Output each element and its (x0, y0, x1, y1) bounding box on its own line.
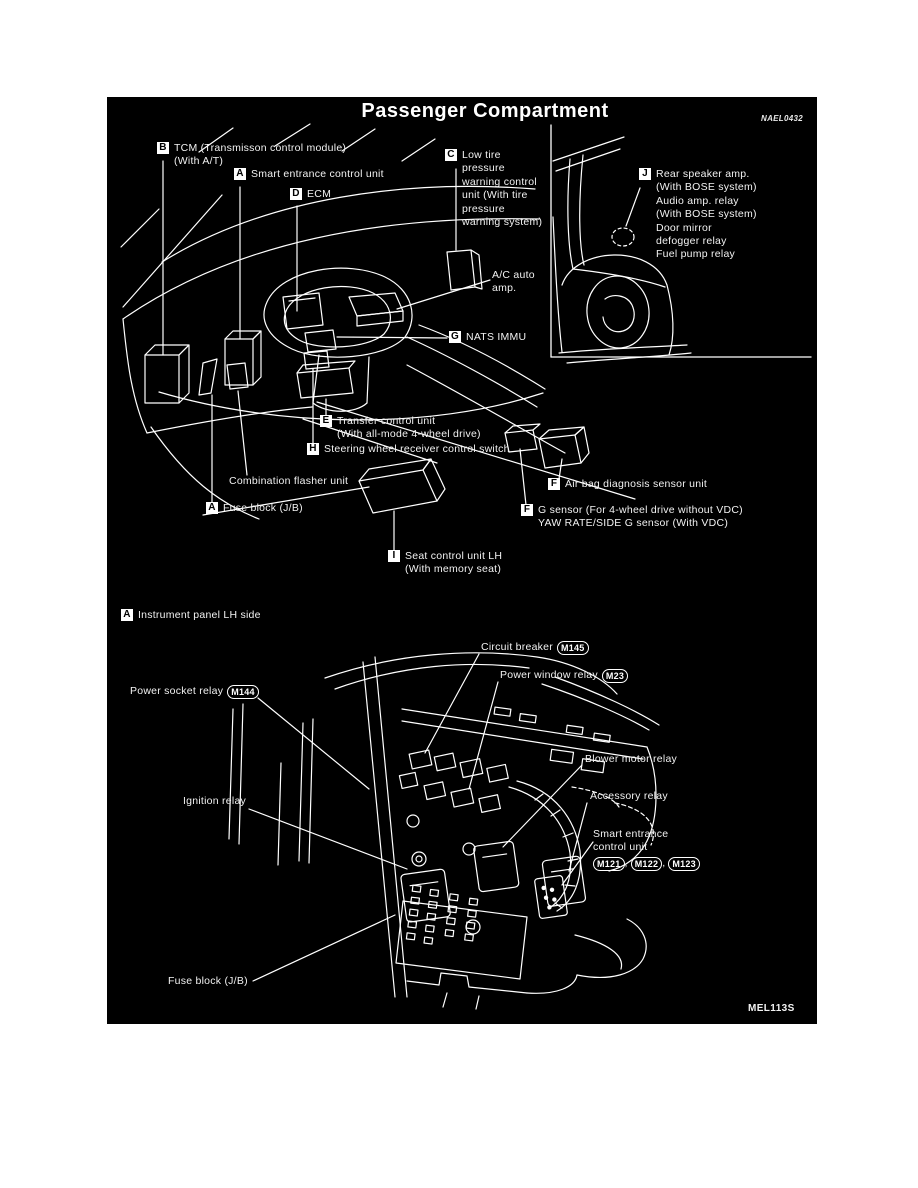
callout-seat-line1: Seat control unit LH (405, 550, 503, 562)
callout-seat-control: I Seat control unit LH (With memory seat… (388, 550, 502, 577)
connector-ref-m23: M23 (601, 669, 629, 683)
callout-steering-line1: Steering wheel receiver control switch (324, 443, 510, 455)
callout-transfer-line1: Transfer control unit (337, 415, 436, 427)
line-art-canvas (120, 123, 812, 1010)
callout-rear-speaker-line2: (With BOSE system) (656, 181, 757, 194)
figure-code-bottom: MEL113S (748, 1003, 795, 1014)
fuse-block-line-art (228, 652, 660, 1010)
letter-badge-i: I (388, 550, 400, 562)
callout-ac-line2: amp. (492, 282, 517, 295)
ignition-relay-label: Ignition relay (183, 795, 247, 807)
letter-badge-f2: F (521, 504, 533, 516)
smart-entrance-unit-line1: Smart entrance (593, 828, 669, 840)
callout-ecm-line1: ECM (307, 188, 332, 200)
callout-rear-speaker-line7: Fuel pump relay (656, 248, 736, 261)
callout-flasher-line1: Combination flasher unit (229, 475, 349, 487)
letter-badge-h: H (307, 443, 319, 455)
letter-badge-a: A (234, 168, 246, 180)
connector-separator: , (624, 856, 628, 869)
callout-tcm-line2: (With A/T) (174, 155, 224, 168)
connector-ref-m145: M145 (557, 641, 589, 655)
callout-nats-immu: G NATS IMMU (449, 331, 526, 344)
callout-low-tire-line4: unit (With tire (462, 189, 528, 202)
callout-air-bag: F Air bag diagnosis sensor unit (548, 478, 707, 491)
callout-rear-speaker-line4: (With BOSE system) (656, 208, 757, 221)
car-rear-line-art (552, 136, 692, 364)
callout-smart-entrance: A Smart entrance control unit (234, 168, 384, 181)
callout-tcm-line1: TCM (Transmisson control module) (174, 142, 347, 154)
callout-low-tire: C Low tire pressure warning control unit… (445, 149, 542, 229)
callout-accessory-relay: Accessory relay (590, 790, 668, 803)
diagram-panel: Passenger Compartment NAEL0432 B TCM (Tr… (107, 97, 817, 1024)
callout-low-tire-line5: pressure (462, 202, 505, 215)
sub-panel-border (550, 124, 812, 358)
letter-badge-b: B (157, 142, 169, 154)
callout-fuse-block-lower: Fuse block (J/B) (168, 975, 248, 988)
callout-smart-entrance-line1: Smart entrance control unit (251, 168, 384, 180)
figure-code-top: NAEL0432 (761, 114, 803, 123)
callout-combination-flasher: Combination flasher unit (229, 475, 348, 488)
callout-tcm: B TCM (Transmisson control module) (With… (157, 142, 346, 169)
callout-low-tire-line6: warning system) (462, 216, 543, 229)
callout-rear-speaker-line6: defogger relay (656, 235, 727, 248)
power-window-relay-label: Power window relay (500, 669, 598, 681)
connector-separator-2: , (662, 856, 666, 869)
connector-ref-m122: M122 (630, 856, 663, 871)
letter-badge-f: F (548, 478, 560, 490)
connector-ref-m121: M121 (593, 856, 625, 871)
letter-badge-d: D (290, 188, 302, 200)
callout-rear-speaker: J Rear speaker amp. (With BOSE system) A… (639, 168, 757, 262)
callout-rear-speaker-line1: Rear speaker amp. (656, 168, 750, 180)
callout-low-tire-line2: pressure (462, 162, 505, 175)
callout-rear-speaker-line5: Door mirror (656, 221, 712, 234)
callout-airbag-line1: Air bag diagnosis sensor unit (565, 478, 708, 490)
connector-ref-m144: M144 (227, 685, 259, 699)
letter-badge-g: G (449, 331, 461, 343)
section-header-instrument-panel: A Instrument panel LH side (121, 609, 261, 622)
section-header-label: Instrument panel LH side (138, 609, 261, 621)
letter-badge-e: E (320, 415, 332, 427)
callout-ignition-relay: Ignition relay (183, 795, 246, 808)
smart-entrance-unit-connectors: M121,M122,M123 (593, 856, 700, 871)
callout-rear-speaker-line3: Audio amp. relay (656, 194, 739, 207)
figure-title: Passenger Compartment (361, 100, 609, 122)
callout-nats-line1: NATS IMMU (466, 331, 527, 343)
callout-g-sensor: F G sensor (For 4-wheel drive without VD… (521, 504, 743, 531)
callout-gsensor-line2: YAW RATE/SIDE G sensor (With VDC) (538, 517, 729, 530)
callout-transfer-line2: (With all-mode 4-wheel drive) (337, 428, 481, 441)
callout-smart-entrance-unit: Smart entrance control unit M121,M122,M1… (593, 828, 700, 871)
callout-low-tire-line1: Low tire (462, 149, 501, 161)
callout-low-tire-line3: warning control (462, 175, 537, 188)
accessory-relay-label: Accessory relay (590, 790, 668, 802)
callout-seat-line2: (With memory seat) (405, 563, 502, 576)
callout-ac-line1: A/C auto (492, 269, 535, 281)
letter-badge-a2: A (206, 502, 218, 514)
letter-badge-j: J (639, 168, 651, 180)
callout-blower-motor-relay: Blower motor relay (585, 753, 677, 766)
callout-ac-auto-amp: A/C auto amp. (492, 269, 535, 296)
smart-entrance-unit-line2: control unit (593, 841, 648, 854)
letter-badge-a3: A (121, 609, 133, 621)
callout-fuse-block-upper: A Fuse block (J/B) (206, 502, 303, 515)
connector-ref-m123: M123 (668, 856, 700, 871)
letter-badge-c: C (445, 149, 457, 161)
dashboard-line-art (120, 123, 636, 552)
power-socket-relay-label: Power socket relay (130, 685, 224, 697)
callout-ecm: D ECM (290, 188, 331, 201)
blower-motor-relay-label: Blower motor relay (585, 753, 678, 765)
callout-transfer-control: E Transfer control unit (With all-mode 4… (320, 415, 481, 442)
callout-gsensor-line1: G sensor (For 4-wheel drive without VDC) (538, 504, 743, 516)
callout-steering-receiver: H Steering wheel receiver control switch (307, 443, 510, 456)
fuse-block-lower-label: Fuse block (J/B) (168, 975, 248, 987)
circuit-breaker-label: Circuit breaker (481, 641, 554, 653)
callout-fuse-upper-line1: Fuse block (J/B) (223, 502, 303, 514)
